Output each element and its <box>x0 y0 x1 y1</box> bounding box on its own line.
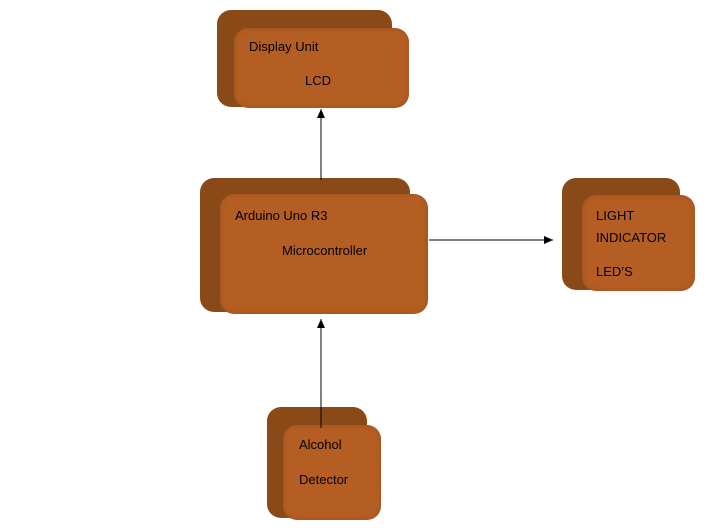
display-unit-block: Display Unit LCD <box>217 10 409 110</box>
leds-label: LED’S <box>596 264 633 279</box>
light-label: LIGHT <box>596 208 635 223</box>
alcohol-label: Alcohol <box>299 437 342 452</box>
arduino-label: Arduino Uno R3 <box>235 208 328 223</box>
indicator-label: INDICATOR <box>596 230 667 245</box>
arduino-block: Arduino Uno R3 Microcontroller <box>200 178 430 316</box>
alcohol-detector-block-face <box>283 425 381 520</box>
light-indicator-block: LIGHT INDICATOR LED’S <box>562 178 696 294</box>
detector-label: Detector <box>299 472 349 487</box>
light-indicator-block-face <box>582 195 695 291</box>
lcd-label: LCD <box>305 73 332 88</box>
alcohol-detector-block: Alcohol Detector <box>267 407 382 522</box>
display-unit-block-face <box>234 28 409 108</box>
arduino-block-face <box>220 194 428 314</box>
microcontroller-label: Microcontroller <box>282 243 368 258</box>
display-unit-label: Display Unit <box>249 39 319 54</box>
